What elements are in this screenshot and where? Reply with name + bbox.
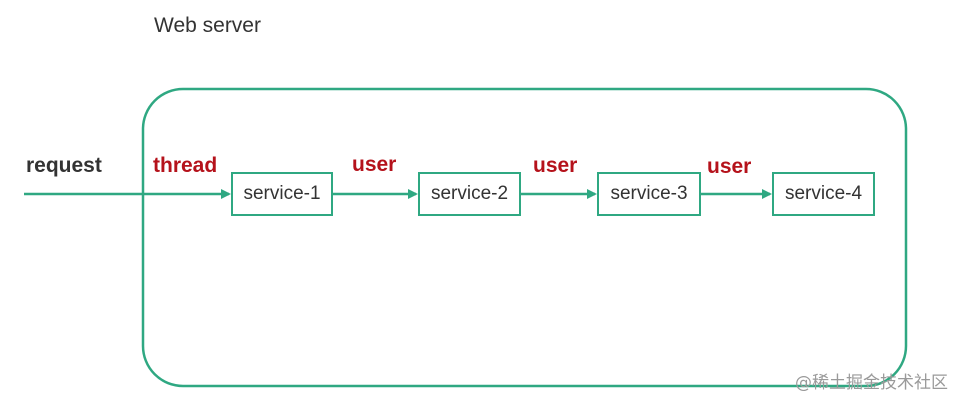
service-3-label: service-3: [610, 183, 688, 204]
service-1-label: service-1: [243, 183, 321, 204]
service-3-box: service-3: [597, 172, 701, 216]
service-2-box: service-2: [418, 172, 521, 216]
service-4-label: service-4: [784, 183, 863, 204]
service-2-label: service-2: [430, 183, 509, 204]
user-label-2: user: [533, 154, 578, 177]
thread-label: thread: [153, 154, 218, 177]
request-label: request: [26, 154, 102, 177]
user-label-3: user: [707, 155, 752, 178]
web-server-title: Web server: [154, 14, 261, 37]
user-label-1: user: [352, 153, 397, 176]
web-server-container: [141, 87, 908, 388]
service-1-box: service-1: [231, 172, 333, 216]
watermark-text: @稀土掘金技术社区: [795, 373, 948, 393]
service-4-box: service-4: [772, 172, 875, 216]
